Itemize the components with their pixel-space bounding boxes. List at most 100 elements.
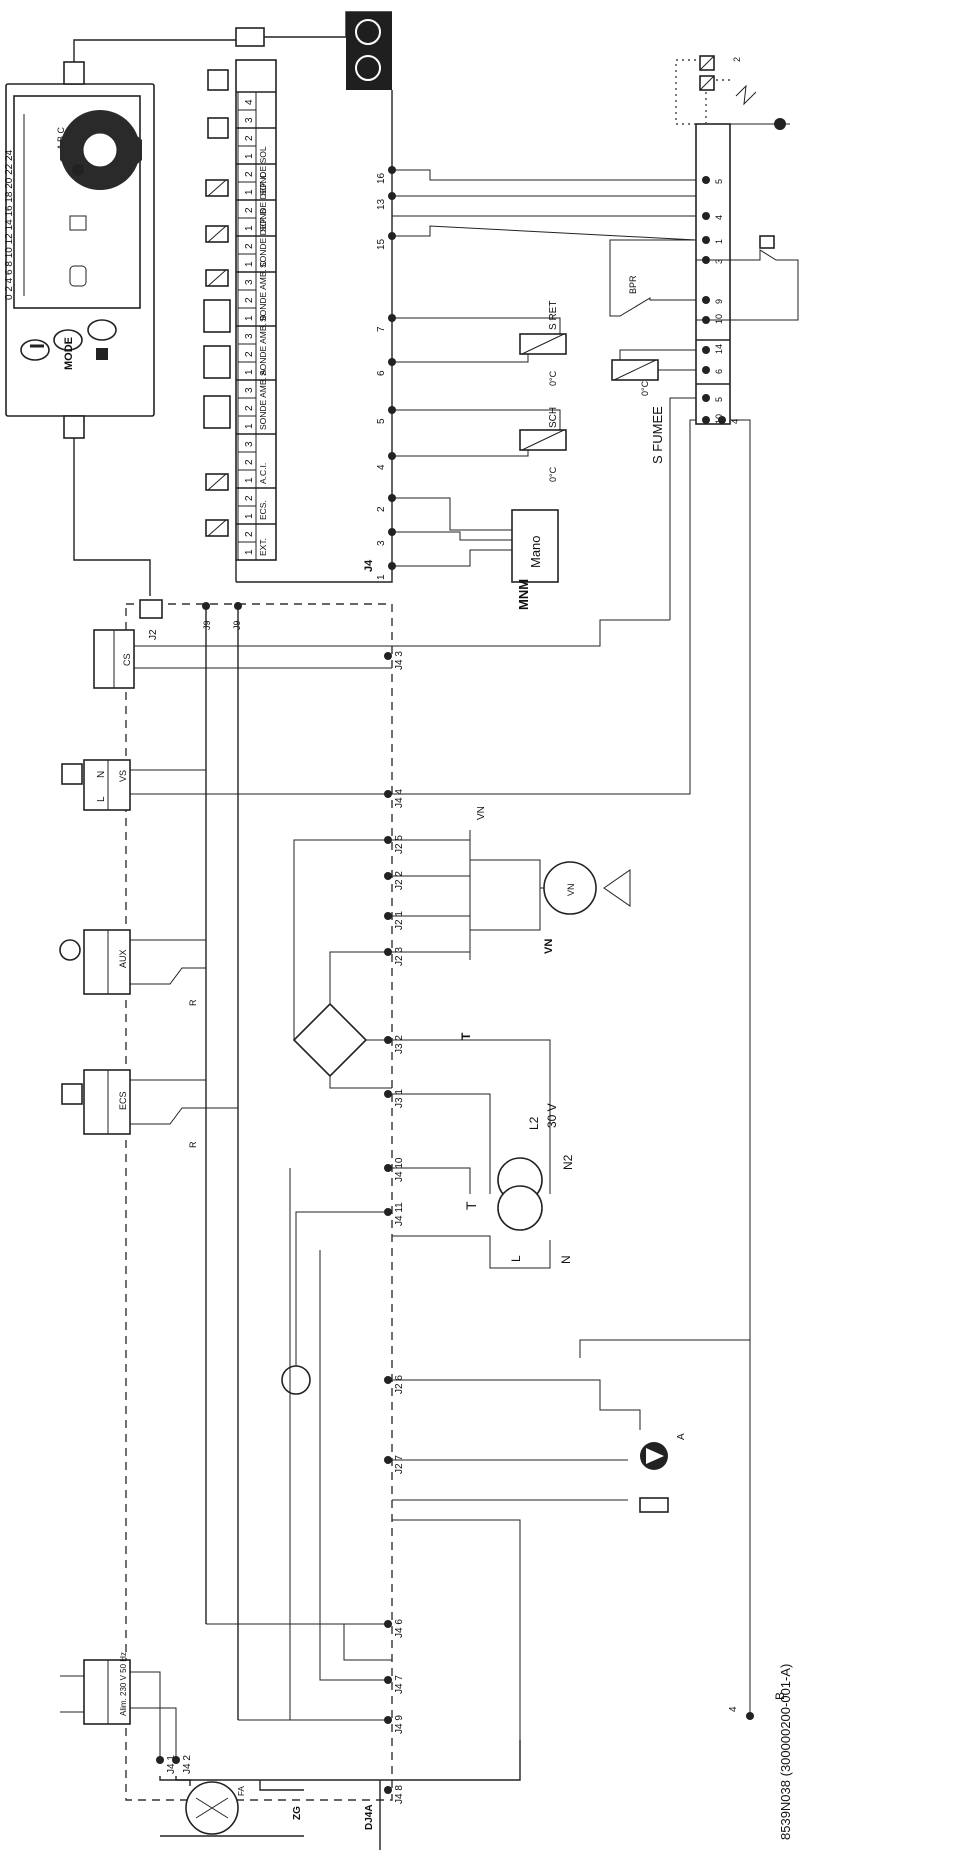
- pump-symbol-icon: [72, 164, 84, 176]
- tb-pin-number: 1: [244, 477, 255, 483]
- tb-pin-number: 1: [244, 189, 255, 195]
- switch-box: [759, 235, 775, 249]
- mode-button[interactable]: [53, 329, 83, 351]
- tb-group-label: SONDE DEP. C: [258, 172, 268, 232]
- transformer-t: T T 30 V L2 N2 L N: [392, 1032, 575, 1269]
- right-block-body: [695, 123, 731, 425]
- tb-pin-number: 3: [244, 387, 255, 393]
- tb-pin-number: 1: [244, 549, 255, 555]
- main-pin: [384, 872, 392, 880]
- aux-label: AUX: [118, 949, 128, 968]
- valve-b: [639, 1497, 669, 1513]
- tb-pin-number: 2: [244, 297, 255, 303]
- sret-zero-label: 0°C: [548, 370, 558, 386]
- lamp-icon: [281, 1365, 311, 1395]
- right-block-pin-number: 3: [714, 259, 724, 264]
- thermometer-button[interactable]: [20, 339, 50, 361]
- board-j4-label: J4: [363, 559, 375, 572]
- tb-pin-number: 2: [244, 405, 255, 411]
- tb-pin-number: 1: [244, 225, 255, 231]
- cs-label: CS: [122, 653, 132, 666]
- alim-box: [83, 1659, 131, 1725]
- right-terminal-block: 54139101465104 BPR 0°C S FUMEE 2: [392, 55, 799, 1716]
- alim-label: Alim. 230 V 50 Hz: [119, 1652, 128, 1716]
- right-block-pin: [702, 394, 710, 402]
- room-sensor-icon: [203, 395, 231, 429]
- panel-plug-bottom: [63, 415, 85, 439]
- fan-vn: VN VN VN: [392, 806, 631, 960]
- right-block-pin-number: 14: [714, 344, 724, 354]
- connector-label: J4 10: [394, 1157, 405, 1182]
- fa-label: FA: [237, 1786, 246, 1796]
- main-pin: [172, 1756, 180, 1764]
- footer-ref: 8539N038 (300000200-001-A): [778, 1664, 793, 1840]
- tb-pin-number: 1: [244, 423, 255, 429]
- ecs-valve-icon: [61, 1083, 83, 1105]
- connector-label: J4 7: [394, 1675, 405, 1694]
- switch-icon: [207, 117, 229, 139]
- tb-group-label: SONDE AMB. B: [258, 315, 268, 376]
- main-pin: [384, 1376, 392, 1384]
- tb-pin-number: 2: [244, 207, 255, 213]
- tb-pin-number: 1: [244, 315, 255, 321]
- block-plug: [235, 27, 265, 47]
- mano-label: Mano: [528, 535, 543, 568]
- main-pin: [384, 1786, 392, 1794]
- t-label: T: [463, 1201, 479, 1210]
- tap-icon: [96, 348, 108, 360]
- pump-a: A: [392, 1339, 750, 1780]
- board-pin-number: 15: [376, 238, 387, 250]
- board-pin-number: 7: [376, 326, 387, 332]
- ground-plug-icon: [774, 118, 786, 130]
- main-pin: [156, 1756, 164, 1764]
- mode-label: MODE: [63, 337, 75, 370]
- ecs-label: ECS: [118, 1091, 128, 1110]
- j9-label-a: J9: [202, 620, 212, 630]
- tb-pin-number: 4: [244, 99, 255, 105]
- right-block-pin-number: 4: [714, 215, 724, 220]
- n-label: N: [559, 1255, 573, 1264]
- sch-sensor: SCH 0°C: [392, 407, 567, 482]
- tb-pin-number: 2: [244, 135, 255, 141]
- right-block-pin-number: 4: [730, 419, 740, 424]
- t-label-top: T: [459, 1032, 473, 1040]
- panel-plug-top: [63, 61, 85, 85]
- main-pin: [384, 1164, 392, 1172]
- tb-group-label: SONDE DEP. B: [258, 208, 268, 268]
- right-block-pin-number: 10: [714, 314, 724, 324]
- b-label-right: B: [773, 1692, 787, 1700]
- right-block-pin: [702, 346, 710, 354]
- dhw-button[interactable]: [87, 319, 117, 341]
- connector-label: J3 1: [394, 1089, 405, 1108]
- manometer: Mano MNM: [392, 497, 559, 610]
- display-scale: 0 2 4 6 8 10 12 14 16 18 20 22 24: [4, 149, 15, 300]
- j9-label-b: J9: [232, 620, 242, 630]
- output-num-2: 2: [732, 57, 742, 62]
- board-pin-number: 4: [376, 464, 387, 470]
- tb-group-label: EXT.: [258, 538, 268, 556]
- vs-box: [83, 759, 131, 811]
- right-block-pin-number: 9: [714, 299, 724, 304]
- filter-fa: FA ZG DJ4A: [159, 1740, 521, 1850]
- tap-symbol-icon: [69, 265, 87, 287]
- connector-label: J2 3: [394, 947, 405, 966]
- main-pin: [384, 652, 392, 660]
- tb-group-label: ECS.: [258, 500, 268, 520]
- tb-pin-number: 3: [244, 117, 255, 123]
- cable-plug-black: [346, 12, 392, 90]
- right-block-pin: [702, 212, 710, 220]
- l-label: L: [509, 1255, 523, 1262]
- bridge-diamond: [292, 1002, 368, 1078]
- right-block-pin-number: 5: [714, 397, 724, 402]
- l2-label: L2: [527, 1116, 541, 1130]
- switch-icon: [207, 69, 229, 91]
- tb-group-label: A.C.I.: [258, 463, 268, 484]
- sret-sensor: S RET 0°C: [392, 301, 567, 386]
- zg-label: ZG: [292, 1806, 303, 1820]
- right-block-pin: [702, 296, 710, 304]
- transformer-coil-b: [497, 1185, 543, 1231]
- control-panel: 0 2 4 6 8 10 12 14 16 18 20 22 24 A B C …: [4, 30, 241, 596]
- tb-pin-number: 2: [244, 495, 255, 501]
- vs-label: VS: [118, 770, 128, 782]
